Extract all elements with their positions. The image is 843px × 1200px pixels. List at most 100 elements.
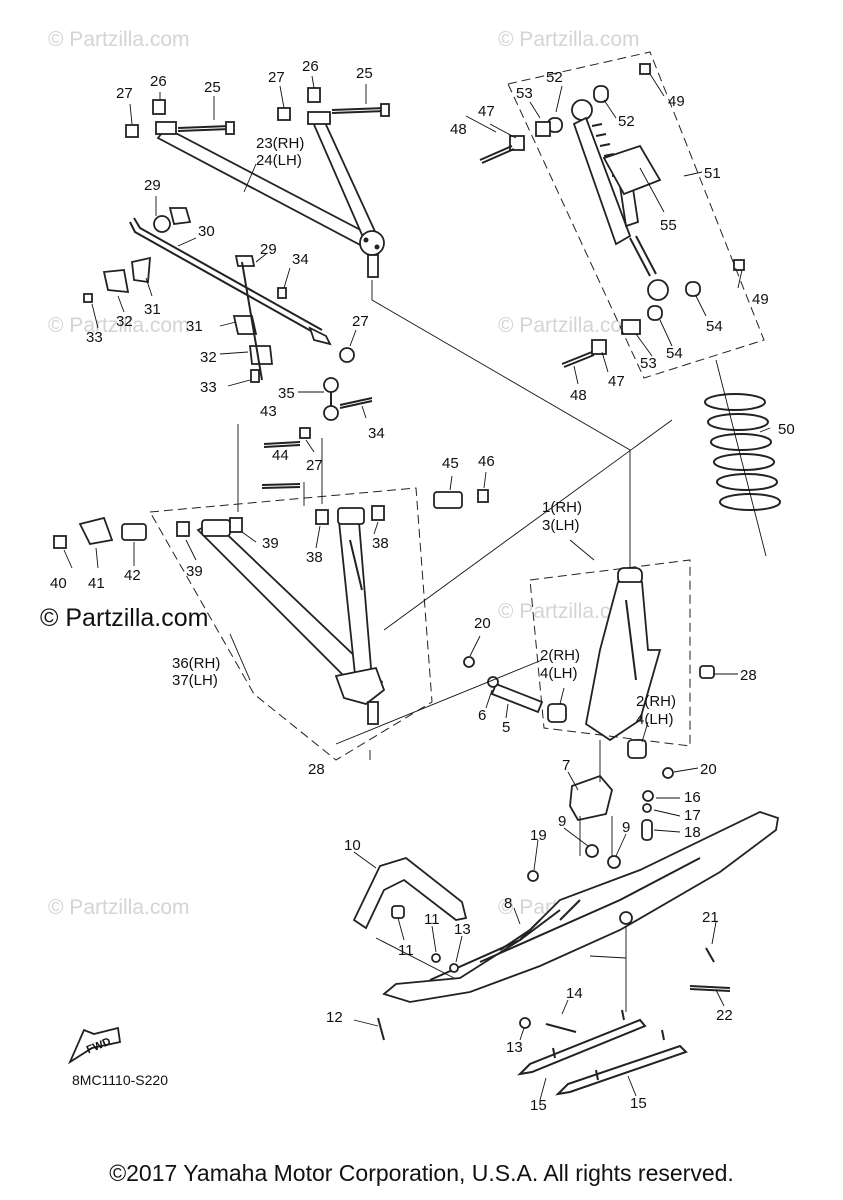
- callout-label: 33: [86, 329, 103, 346]
- callout-label: 1(RH): [542, 499, 582, 516]
- callout-label: 53: [640, 355, 657, 372]
- callout-label: 19: [530, 827, 547, 844]
- callout-label: 49: [668, 93, 685, 110]
- callout-label: 27: [268, 69, 285, 86]
- callout-label: 22: [716, 1007, 733, 1024]
- callout-label: 3(LH): [542, 517, 580, 534]
- callout-label: 21: [702, 909, 719, 926]
- callout-label: 28: [740, 667, 757, 684]
- callout-label: 4(LH): [636, 711, 674, 728]
- callout-label: 27: [116, 85, 133, 102]
- callout-label: 9: [558, 813, 566, 830]
- callout-label: 6: [478, 707, 486, 724]
- stabilizer-bar: [83, 207, 355, 383]
- callout-label: 27: [352, 313, 369, 330]
- callout-label: 24(LH): [256, 152, 302, 169]
- callout-label: 31: [144, 301, 161, 318]
- callout-label: 38: [372, 535, 389, 552]
- callout-label: 13: [506, 1039, 523, 1056]
- callout-label: 14: [566, 985, 583, 1002]
- callout-label: 55: [660, 217, 677, 234]
- link-rod: [299, 377, 373, 439]
- callout-label: 25: [204, 79, 221, 96]
- callout-label: 5: [502, 719, 510, 736]
- callout-label: 48: [450, 121, 467, 138]
- callout-label: 52: [618, 113, 635, 130]
- callout-label: 47: [478, 103, 495, 120]
- shock-absorber: [479, 63, 745, 368]
- callout-label: 7: [562, 757, 570, 774]
- diagram-code: 8MC1110-S220: [72, 1072, 168, 1088]
- callout-label: 54: [706, 318, 723, 335]
- callout-label: 27: [306, 457, 323, 474]
- callout-label: 39: [186, 563, 203, 580]
- callout-label: 18: [684, 824, 701, 841]
- lower-arm-hardware: [53, 441, 489, 549]
- callout-label: 46: [478, 453, 495, 470]
- callout-label: 11: [398, 942, 414, 959]
- callout-label: 29: [144, 177, 161, 194]
- partzilla-watermark: © Partzilla.com: [40, 604, 209, 632]
- callout-label: 31: [186, 318, 203, 335]
- watermark: © Partzilla.com: [48, 28, 190, 51]
- callout-label: 48: [570, 387, 587, 404]
- callout-label: 42: [124, 567, 141, 584]
- watermark: © Partzilla.com: [498, 314, 640, 337]
- callout-label: 33: [200, 379, 217, 396]
- callout-label: 4(LH): [540, 665, 578, 682]
- ski: [382, 774, 780, 1003]
- callout-label: 47: [608, 373, 625, 390]
- watermark: © Partzilla.com: [498, 28, 640, 51]
- callout-label: 37(LH): [172, 672, 218, 689]
- callout-label: 34: [292, 251, 309, 268]
- fwd-arrow: FWD: [67, 1026, 122, 1065]
- callout-label: 17: [684, 807, 701, 824]
- callout-label: 53: [516, 85, 533, 102]
- callout-label: 13: [454, 921, 471, 938]
- callout-label: 50: [778, 421, 795, 438]
- callout-label: 39: [262, 535, 279, 552]
- callout-label: 38: [306, 549, 323, 566]
- callout-label: 43: [260, 403, 277, 420]
- copyright-notice: ©2017 Yamaha Motor Corporation, U.S.A. A…: [109, 1160, 734, 1186]
- spindle: [463, 567, 715, 779]
- callout-label: 52: [546, 69, 563, 86]
- callout-label: 8: [504, 895, 512, 912]
- callout-label: 23(RH): [256, 135, 304, 152]
- callout-labels: 1(RH) 3(LH) 2(RH) 4(LH) 2(RH) 4(LH) 5 6 …: [50, 58, 795, 1114]
- callout-label: 32: [200, 349, 217, 366]
- callout-label: 40: [50, 575, 67, 592]
- leader-lines: [63, 73, 771, 1101]
- callout-label: 44: [272, 447, 289, 464]
- callout-label: 2(RH): [540, 647, 580, 664]
- callout-label: 10: [344, 837, 361, 854]
- coil-spring: [704, 393, 781, 511]
- callout-label: 34: [368, 425, 385, 442]
- callout-label: 51: [704, 165, 721, 182]
- callout-label: 26: [302, 58, 319, 75]
- callout-label: 32: [116, 313, 133, 330]
- callout-label: 41: [88, 575, 105, 592]
- upper-arm-hardware: [125, 87, 390, 138]
- callout-label: 35: [278, 385, 295, 402]
- watermark: © Partzilla.com: [48, 314, 190, 337]
- callout-label: 15: [530, 1097, 547, 1114]
- callout-label: 29: [260, 241, 277, 258]
- callout-label: 15: [630, 1095, 647, 1112]
- callout-label: 49: [752, 291, 769, 308]
- callout-label: 12: [326, 1009, 343, 1026]
- callout-label: 25: [356, 65, 373, 82]
- assembly-outlines: [149, 51, 765, 761]
- callout-label: 20: [474, 615, 491, 632]
- wear-bar: [377, 947, 731, 1096]
- callout-label: 54: [666, 345, 683, 362]
- callout-label: 16: [684, 789, 701, 806]
- callout-label: 11: [424, 911, 440, 928]
- lower-a-arm: [196, 507, 386, 725]
- callout-label: 45: [442, 455, 459, 472]
- callout-label: 28: [308, 761, 325, 778]
- callout-label: 26: [150, 73, 167, 90]
- callout-label: 2(RH): [636, 693, 676, 710]
- watermark: © Partzilla.com: [48, 896, 190, 919]
